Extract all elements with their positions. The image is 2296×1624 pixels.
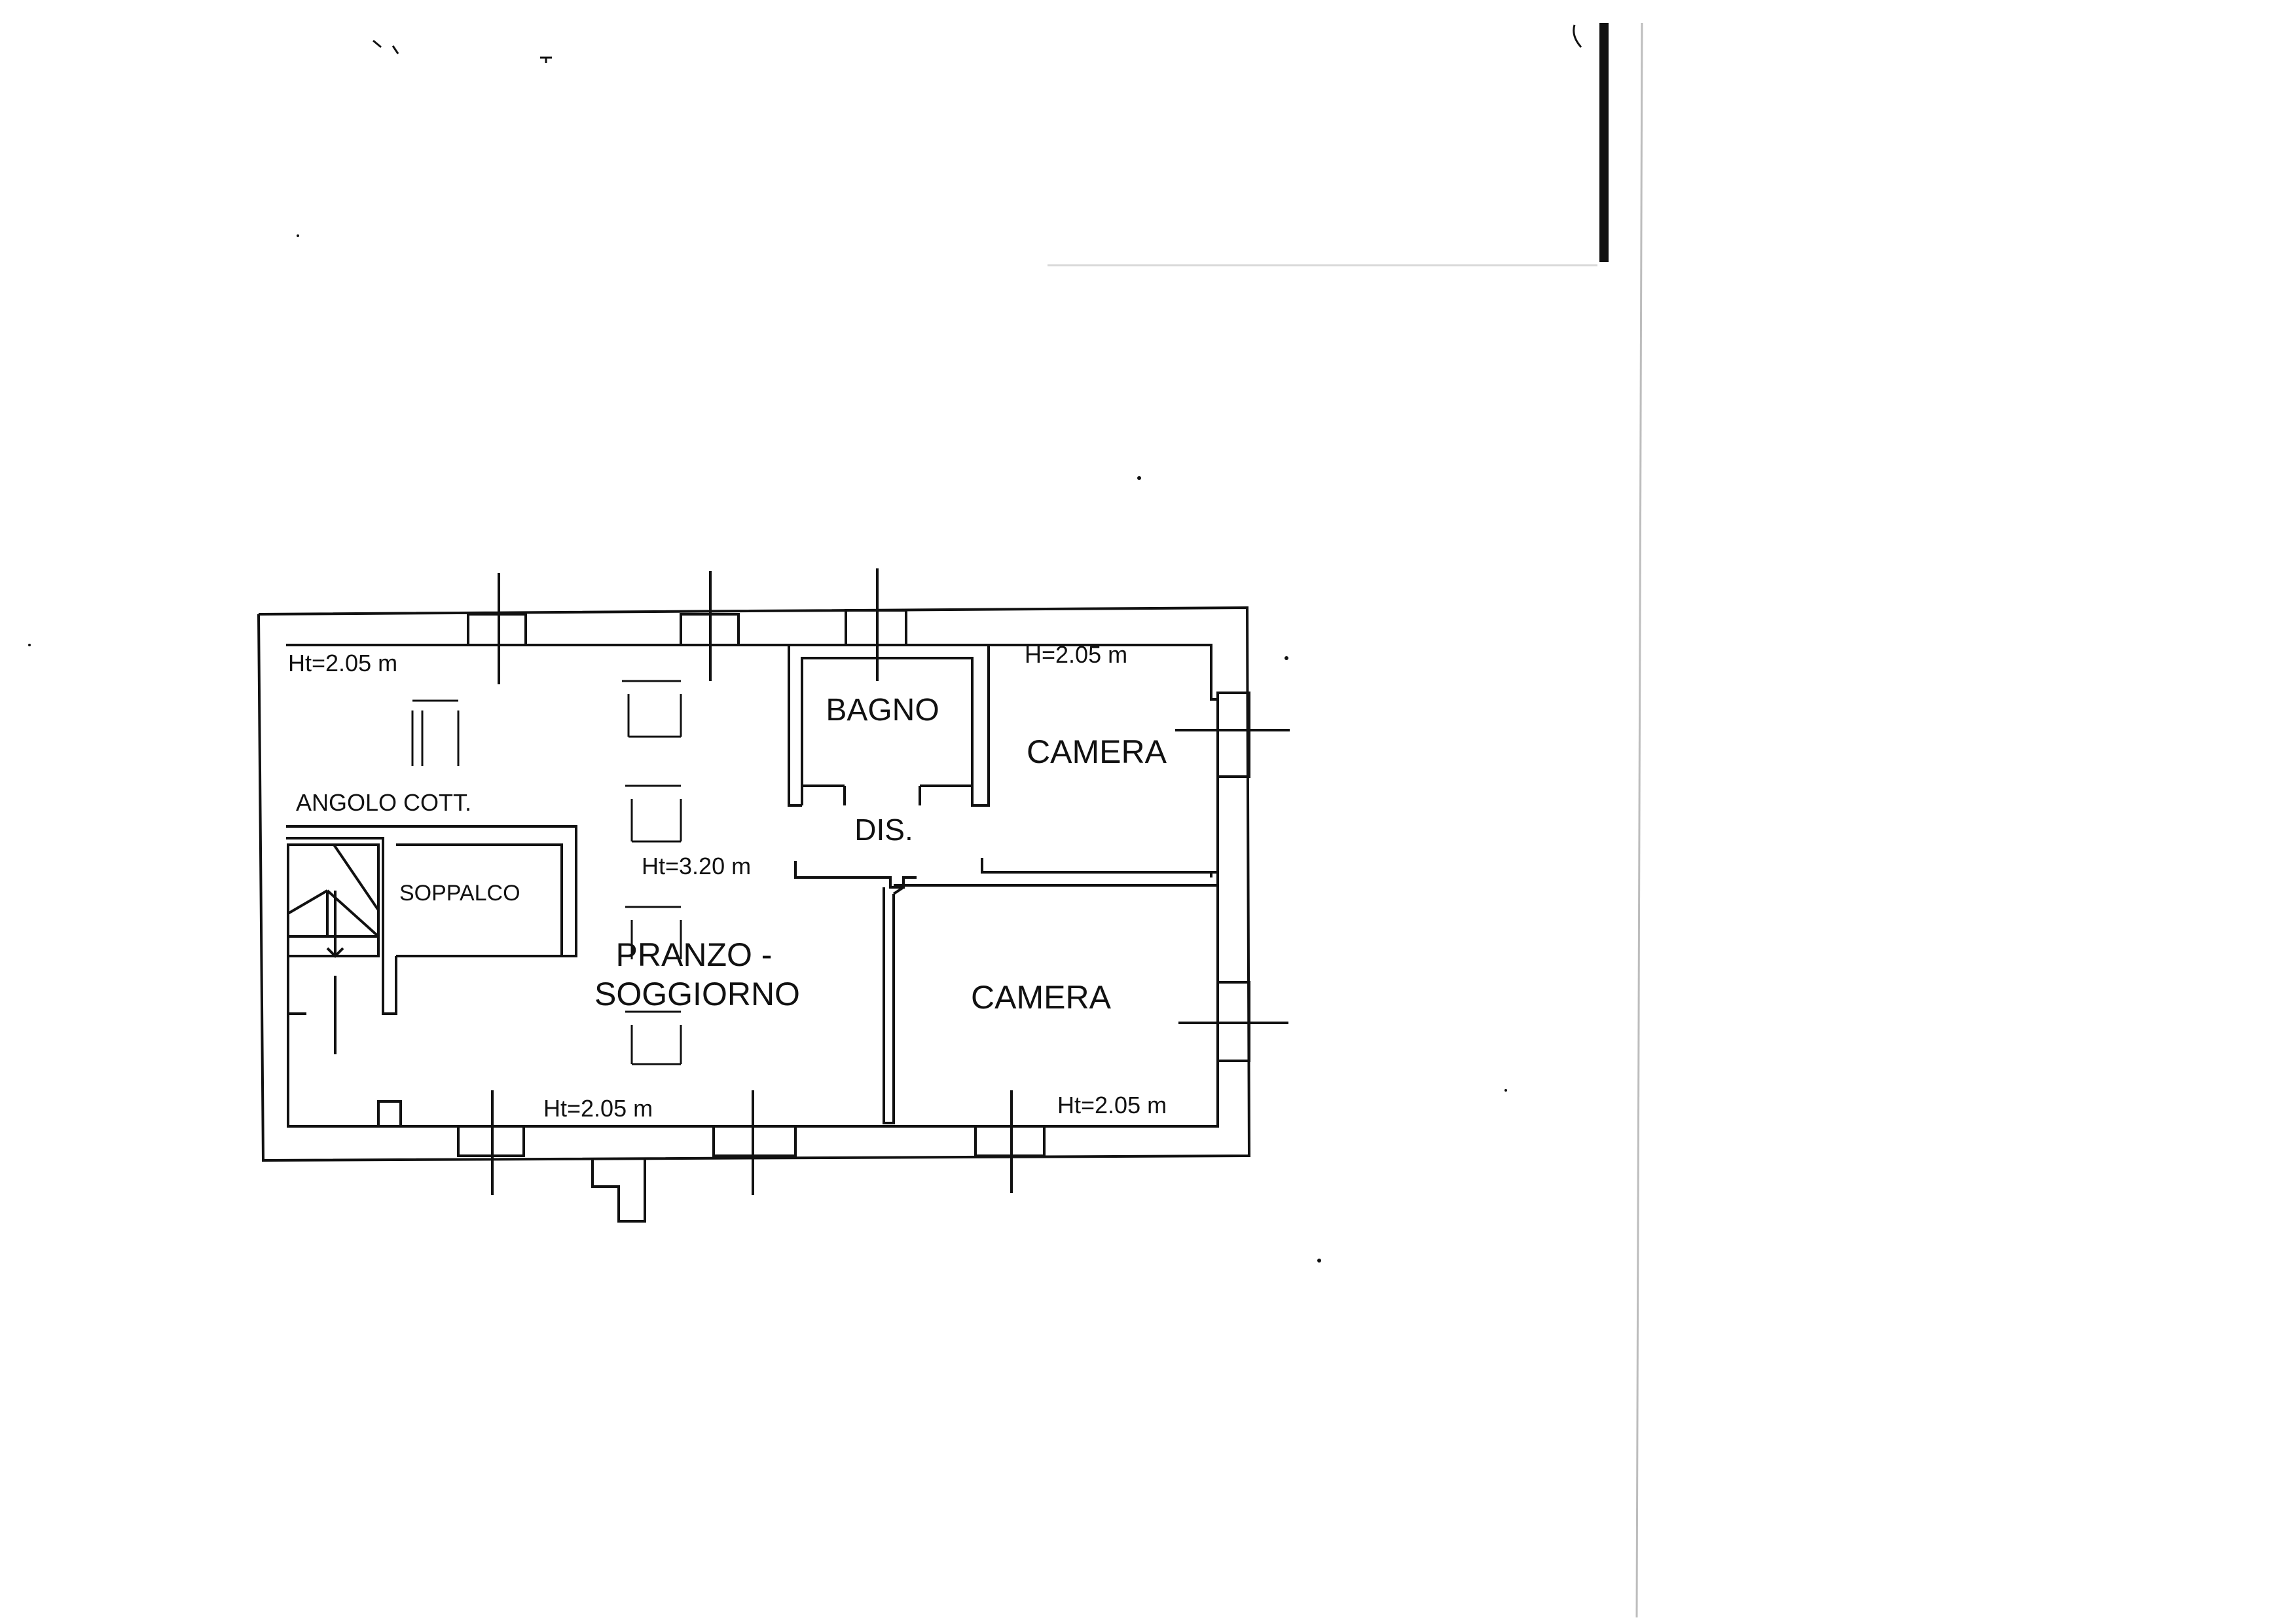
soppalco-outline — [396, 843, 563, 956]
right-windows — [1175, 692, 1290, 1062]
beam-markers — [411, 680, 682, 1065]
floor-plan — [28, 234, 1507, 1263]
room-label-angolo-cott: ANGOLO COTT. — [296, 789, 471, 816]
partition-walls — [794, 861, 1218, 1124]
entrance-step — [591, 1159, 646, 1223]
top-window-axes — [498, 568, 879, 684]
bottom-small-column — [377, 1100, 402, 1126]
kitchen-divider — [286, 825, 577, 1015]
stair — [287, 843, 380, 1054]
height-labels: Ht=2.05 m H=2.05 m Ht=3.20 m Ht=2.05 m H… — [288, 641, 1167, 1122]
height-label-bottom-center: Ht=2.05 m — [543, 1095, 653, 1122]
room-labels: BAGNO CAMERA CAMERA DIS. ANGOLO COTT. SO… — [296, 693, 1167, 1016]
outer-wall — [257, 606, 1251, 1162]
bottom-windows — [457, 1090, 1046, 1195]
top-windows — [467, 609, 907, 646]
room-label-soggiorno: SOGGIORNO — [594, 976, 800, 1012]
room-label-soppalco: SOPPALCO — [399, 881, 520, 906]
height-label-bottom-right: Ht=2.05 m — [1057, 1092, 1167, 1118]
bedroom-top-walls — [981, 645, 1218, 877]
height-label-center: Ht=3.20 m — [642, 853, 751, 879]
height-label-top-left: Ht=2.05 m — [288, 650, 397, 676]
scan-edges — [373, 22, 1643, 1618]
height-label-top-right: H=2.05 m — [1025, 641, 1127, 668]
room-label-pranzo: PRANZO - — [616, 936, 773, 973]
room-label-camera-top: CAMERA — [1027, 733, 1167, 770]
scan-dots — [28, 234, 1507, 1263]
room-label-dis: DIS. — [854, 813, 913, 847]
room-label-bagno: BAGNO — [826, 693, 939, 728]
room-label-camera-bottom: CAMERA — [971, 979, 1112, 1016]
